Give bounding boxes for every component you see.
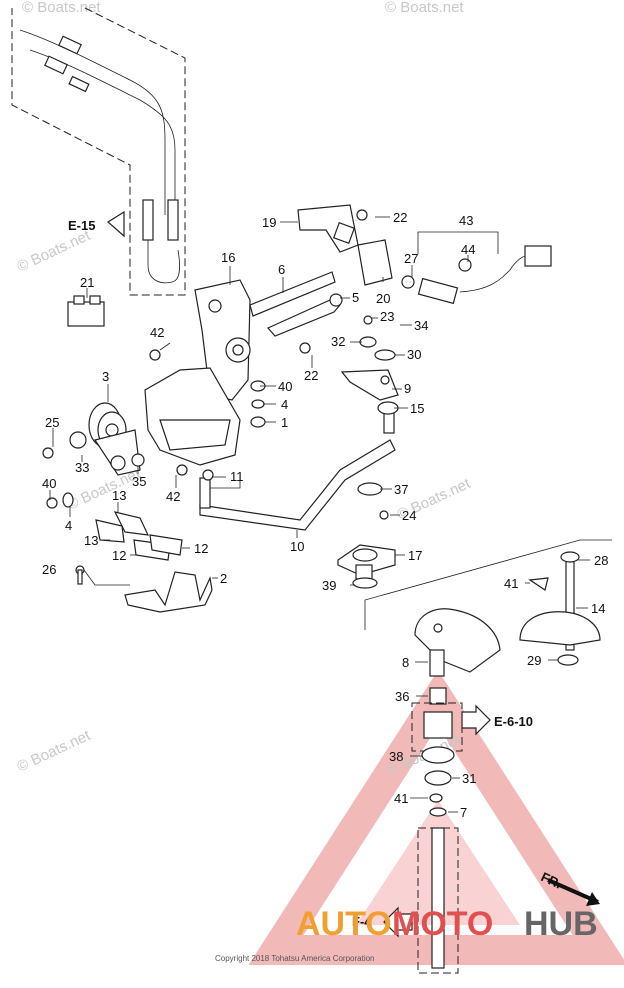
part-21-clip [67, 295, 105, 327]
callout-label: 12 [112, 548, 126, 563]
svg-text:MOTO: MOTO [392, 905, 493, 943]
callout-label: 9 [404, 381, 411, 396]
brand-logo: AUTO MOTO HUB [296, 905, 598, 943]
copyright-text: Copyright 2018 Tohatsu America Corporati… [215, 954, 375, 963]
callout-label: 6 [278, 262, 285, 277]
callout-label: 4 [281, 397, 288, 412]
part-8-gear [414, 608, 501, 677]
callout-label: 34 [414, 318, 428, 333]
callout-label: 37 [394, 482, 408, 497]
callout-label: 32 [331, 334, 345, 349]
part-9-lever [340, 369, 399, 401]
part-17-bushing [337, 544, 396, 589]
lower-shaft-stack [411, 687, 463, 974]
cable-group-border [11, 7, 186, 296]
callout-label: 5 [352, 290, 359, 305]
svg-text:E-6-10: E-6-10 [494, 714, 533, 729]
callout-label: 20 [376, 291, 390, 306]
callout-label: 4 [65, 518, 72, 533]
callout-label: 44 [461, 242, 475, 257]
callout-label: 41 [394, 791, 408, 806]
callout-label: 19 [262, 215, 276, 230]
part-6-link [249, 271, 343, 337]
callout-label: 1 [281, 415, 288, 430]
ref-f4: F-4 [352, 906, 413, 938]
callout-label: 15 [410, 401, 424, 416]
callout-label: 3 [102, 369, 109, 384]
watermark-text: © Boats.net [385, 0, 464, 16]
ref-e610: E-6-10 [461, 704, 533, 736]
part-19-bracket [297, 204, 359, 253]
callout-numbers: 19 22 43 44 27 16 6 5 20 21 42 23 34 32 … [42, 210, 608, 820]
callout-label: 23 [380, 309, 394, 324]
callout-label: 40 [42, 476, 56, 491]
svg-text:F-4: F-4 [352, 914, 372, 929]
callout-label: 21 [80, 275, 94, 290]
callout-label: 35 [132, 474, 146, 489]
watermark-text: © Boats.net [22, 0, 101, 16]
part-3-pulley [88, 402, 141, 476]
throttle-cables [19, 29, 181, 284]
watermark-text: © Boats.net [15, 727, 94, 776]
callout-label: 7 [460, 805, 467, 820]
callout-label: 31 [462, 771, 476, 786]
ref-e15: E-15 [68, 210, 125, 238]
callout-label: 29 [527, 653, 541, 668]
callout-label: 12 [194, 541, 208, 556]
main-bracket [144, 367, 241, 466]
part-2-bracket [124, 571, 213, 613]
callout-label: 28 [594, 553, 608, 568]
watermark-text: © Boats.net [15, 227, 94, 276]
callout-label: 30 [407, 347, 421, 362]
callout-label: 40 [278, 379, 292, 394]
callout-label: 42 [166, 489, 180, 504]
svg-text:HUB: HUB [524, 905, 598, 943]
callout-label: 41 [504, 576, 518, 591]
callout-label: 39 [322, 578, 336, 593]
callout-label: 11 [230, 469, 244, 484]
callout-label: 43 [459, 213, 473, 228]
callout-label: 42 [150, 325, 164, 340]
fasteners [42, 209, 389, 585]
callout-label: 8 [402, 655, 409, 670]
callout-label: 13 [84, 533, 98, 548]
callout-label: 2 [220, 571, 227, 586]
svg-text:AUTO: AUTO [296, 905, 392, 943]
callout-label: 36 [395, 689, 409, 704]
part-12-13-clips [95, 511, 183, 561]
upper-shaft-parts [357, 336, 399, 496]
leader-lines [49, 216, 590, 813]
part-43-sensor [401, 245, 552, 305]
callout-label: 26 [42, 562, 56, 577]
part-20-cover [357, 239, 393, 286]
callout-label: 16 [221, 250, 235, 265]
callout-label: 33 [75, 460, 89, 475]
callout-label: 27 [404, 251, 418, 266]
callout-label: 25 [45, 415, 59, 430]
assembly-guide-line [364, 539, 612, 630]
callout-label: 22 [304, 368, 318, 383]
callout-label: 10 [290, 539, 304, 554]
callout-label: 22 [393, 210, 407, 225]
callout-label: 13 [112, 488, 126, 503]
part-14-shaft-gear [519, 551, 601, 666]
svg-text:E-15: E-15 [68, 218, 95, 233]
callout-label: 17 [408, 548, 422, 563]
callout-label: 24 [402, 508, 416, 523]
callout-label: 14 [591, 601, 605, 616]
callout-label: 38 [389, 749, 403, 764]
